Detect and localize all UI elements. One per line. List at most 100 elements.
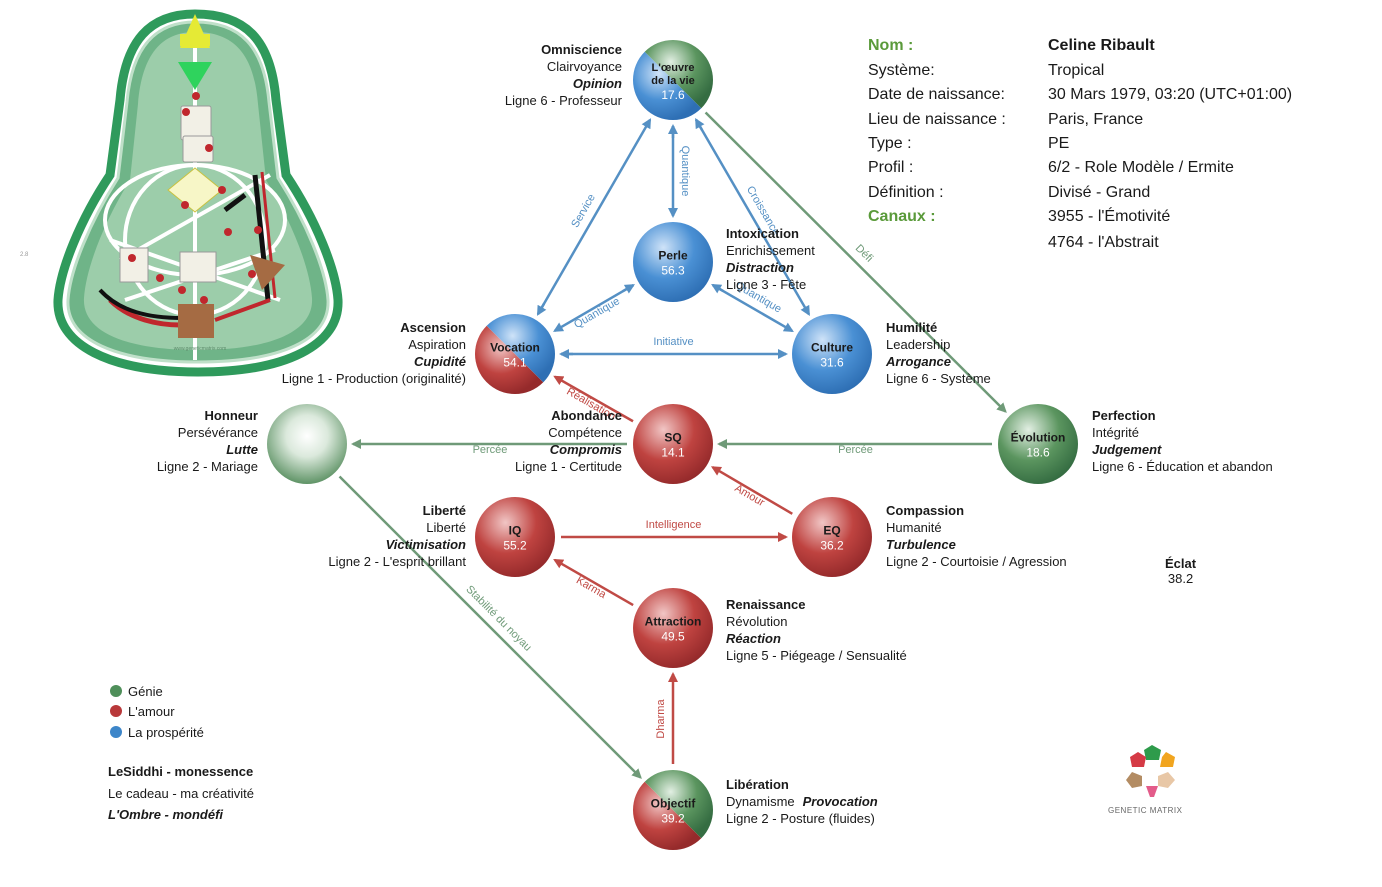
node-name-evolution: Évolution [1011, 430, 1066, 445]
profile-value-5: 6/2 - Role Modèle / Ermite [1048, 159, 1234, 176]
legend-prosperite: La prospérité [110, 725, 204, 740]
node-value-sq: 14.1 [661, 446, 685, 460]
profile-label-5: Profil : [868, 159, 914, 176]
arrow-label-sq-honneur: Percée [473, 444, 508, 456]
profile-value-1: Tropical [1048, 62, 1105, 79]
label-title-objectif: Libération [726, 777, 789, 792]
node-circle-iq [475, 497, 555, 577]
profile-label-3: Lieu de naissance : [868, 111, 1006, 128]
label-title-sq: Abondance [551, 408, 622, 423]
label-line-iq: Ligne 2 - L'esprit brillant [328, 554, 466, 569]
node-half-a-vocation [475, 325, 544, 395]
label-gift-honneur: Persévérance [177, 425, 258, 440]
node-value-vocation: 54.1 [503, 356, 527, 370]
label-gift-oeuvre: Clairvoyance [546, 59, 622, 74]
label-line-evolution: Ligne 6 - Éducation et abandon [1092, 459, 1273, 474]
profile-label-2: Date de naissance: [868, 86, 1005, 103]
bodygraph-footer: www.geneticmatrix.com [174, 346, 227, 352]
arrow-attraction-iq [553, 558, 634, 607]
legend-dot-amour [110, 705, 122, 717]
legend-dot-prosperite [110, 726, 122, 738]
node-honneur [267, 404, 347, 484]
arrow-label-eq-sq: Amour [732, 482, 766, 509]
node-name-attraction: Attraction [645, 615, 702, 629]
label-title-oeuvre: Omniscience [541, 42, 622, 57]
arrow-honneur-objectif [338, 475, 642, 779]
legend-genie: Génie [110, 684, 163, 699]
legend-label-amour: L'amour [128, 704, 175, 719]
profile-value-7: 3955 - l'Émotivité [1048, 208, 1171, 225]
label-shadow-evolution: Judgement [1092, 442, 1162, 457]
note-siddhi: LeSiddhi - monessence [108, 764, 254, 779]
arrow-label-vocation-oeuvre: Service [569, 192, 598, 230]
profile-value-8: 4764 - l'Abstrait [1048, 234, 1159, 251]
node-half-b-objectif [644, 769, 713, 839]
arrow-label-honneur-objectif: Stabilité du noyau [463, 583, 533, 653]
label-gift-sq: Compétence [548, 425, 622, 440]
node-name-culture: Culture [811, 341, 853, 355]
eclat-title: Éclat [1165, 556, 1197, 571]
node-value-objectif: 39.2 [661, 812, 685, 826]
profile-value-3: Paris, France [1048, 111, 1144, 128]
label-shadow-eq: Turbulence [886, 537, 956, 552]
arrow-head-vocation-oeuvre [536, 303, 547, 316]
label-line-objectif: Ligne 2 - Posture (fluides) [726, 811, 875, 826]
node-circle-eq [792, 497, 872, 577]
label-shadow-perle: Distraction [726, 260, 794, 275]
label-line-culture: Ligne 6 - Système [886, 371, 991, 386]
profile-label-7: Canaux : [868, 208, 936, 225]
label-shadow-culture: Arrogance [886, 354, 952, 369]
label-title-perle: Intoxication [726, 226, 799, 241]
label-gift-objectif: Dynamisme [726, 794, 795, 809]
node-value-attraction: 49.5 [661, 630, 685, 644]
label-line-sq: Ligne 1 - Certitude [515, 459, 622, 474]
node-circle-culture [792, 314, 872, 394]
node-circle-perle [633, 222, 713, 302]
node-half-b-oeuvre [644, 39, 713, 109]
note-ombre: L'Ombre - mondéfi [108, 807, 224, 822]
node-value-perle: 56.3 [661, 264, 685, 278]
profile-value-0: Celine Ribault [1048, 37, 1155, 54]
node-value-evolution: 18.6 [1026, 446, 1050, 460]
label-line-vocation: Ligne 1 - Production (originalité) [281, 371, 466, 386]
node-value-culture: 31.6 [820, 356, 844, 370]
node-value-eq: 36.2 [820, 539, 844, 553]
side-mark: 2.8 [20, 252, 29, 258]
arrow-sq-vocation [553, 375, 634, 423]
arrow-perle-culture [712, 283, 794, 333]
label-title-iq: Liberté [422, 503, 466, 518]
node-name-sq: SQ [664, 431, 681, 445]
arrow-label-objectif-attraction: Dharma [655, 699, 667, 739]
note-cadeau: Le cadeau - ma créativité [108, 786, 254, 801]
legend-dot-genie [110, 685, 122, 697]
legend-label-genie: Génie [128, 684, 163, 699]
eclat-value: 38.2 [1167, 571, 1194, 586]
label-gift-culture: Leadership [886, 337, 951, 352]
legend-amour: L'amour [110, 704, 175, 719]
arrow-label-iq-eq: Intelligence [646, 519, 702, 531]
node-circle-honneur [267, 404, 347, 484]
label-gift-eq: Humanité [886, 520, 942, 535]
node-name-iq: IQ [509, 524, 522, 538]
arrow-perle-vocation [553, 284, 634, 332]
node-half-a-oeuvre [633, 51, 702, 121]
label-title-evolution: Perfection [1092, 408, 1156, 423]
